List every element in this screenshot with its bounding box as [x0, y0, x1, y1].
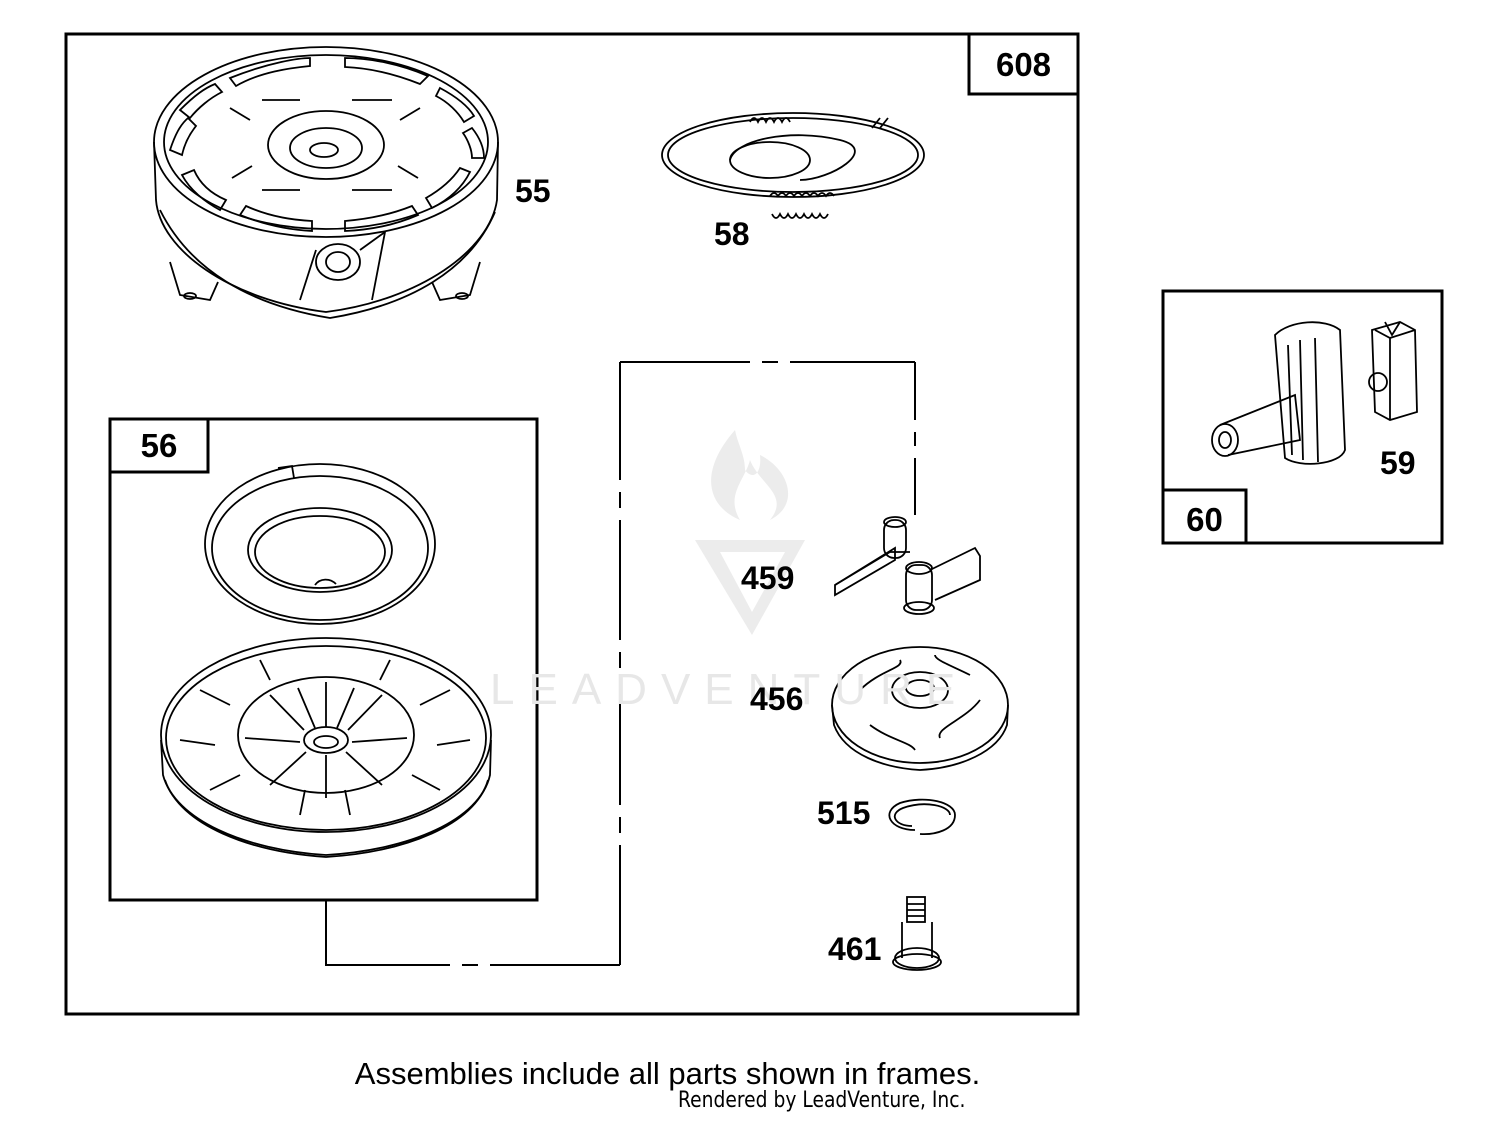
recoil-spring-icon: [204, 463, 436, 625]
frame-60-tag-box: [1161, 488, 1248, 545]
assembly-connector-lines: [325, 361, 916, 966]
starter-handle-icon: [1211, 321, 1346, 465]
clip-515-icon: [888, 798, 956, 835]
callout-456: 456: [750, 681, 804, 717]
callout-461: 461: [828, 931, 882, 967]
frame-56-tag-box: [108, 417, 210, 474]
callout-58: 58: [714, 216, 750, 252]
callout-515: 515: [817, 795, 871, 831]
frame-60-label: 60: [1186, 501, 1223, 538]
render-credit: Rendered by LeadVenture, Inc.: [678, 1088, 966, 1113]
screw-461-icon: [892, 896, 942, 971]
starter-housing-55-icon: [153, 46, 499, 319]
watermark-logo-icon: [695, 430, 805, 635]
assembly-note: Assemblies include all parts shown in fr…: [354, 1056, 981, 1091]
frame-56-label: 56: [140, 427, 178, 464]
starter-pulley-icon: [160, 637, 492, 858]
frame-608-border: [64, 32, 1080, 1016]
pawl-459-icon: [834, 516, 981, 615]
frame-608-tag-box: [967, 32, 1080, 96]
retainer-456-icon: [831, 646, 1009, 771]
frame-608-label: 608: [995, 46, 1052, 83]
handle-insert-59-icon: [1368, 321, 1418, 421]
callout-55: 55: [515, 173, 551, 209]
frame-56-border: [108, 417, 539, 902]
watermark-text: LEADVENTURE: [490, 665, 970, 714]
callout-459: 459: [741, 560, 795, 596]
callout-59: 59: [1380, 445, 1416, 481]
frame-60-border: [1161, 289, 1444, 545]
starter-rope-58-icon: [661, 112, 925, 219]
